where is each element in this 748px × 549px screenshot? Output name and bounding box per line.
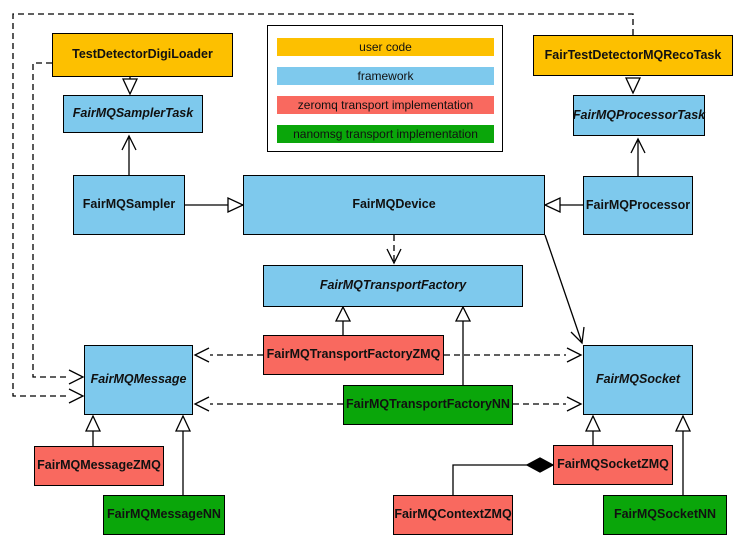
edge-fairmqdevice-fairmqsocket: [544, 234, 585, 345]
edge-fairmqsampler-fairmqsamplertask: [121, 134, 137, 175]
node-fairmqsocketzmq: FairMQSocketZMQ: [553, 445, 673, 485]
node-fairmqsocket: FairMQSocket: [583, 345, 693, 415]
node-fairmqmessagenn: FairMQMessageNN: [103, 495, 225, 535]
edge-fairmqsocketnn-fairmqsocket: [674, 414, 692, 495]
edge-fairmqtransportfactorynn-fairmqmessage: [193, 396, 343, 412]
legend-item-framework: framework: [277, 67, 494, 85]
node-fairmqtransportfactory: FairMQTransportFactory: [263, 265, 523, 307]
legend-item-user-code: user code: [277, 38, 494, 56]
legend-item-zeromq: zeromq transport implementation: [277, 96, 494, 114]
edge-fairmqsocketzmq-fairmqsocket: [584, 414, 602, 445]
legend-item-nanomsg: nanomsg transport implementation: [277, 125, 494, 143]
edge-fairmqtransportfactoryzmq-fairmqtransportfactory: [334, 305, 352, 335]
node-fairmqmessage: FairMQMessage: [84, 345, 193, 415]
legend-box: user code framework zeromq transport imp…: [267, 25, 503, 152]
edge-fairmqdevice-fairmqtransportfactory: [386, 235, 402, 265]
edge-fairmqmessagenn-fairmqmessage: [174, 414, 192, 495]
node-fairmqmessagezmq: FairMQMessageZMQ: [34, 446, 164, 486]
node-fairtestdetectormqrecotask: FairTestDetectorMQRecoTask: [533, 35, 733, 76]
edge-fairmqtransportfactoryzmq-fairmqsocket: [444, 347, 583, 363]
node-fairmqprocessortask: FairMQProcessorTask: [573, 95, 705, 136]
edge-fairtestdetectormqrecotask-fairmqprocessortask: [624, 77, 642, 95]
edge-fairmqtransportfactoryzmq-fairmqmessage: [193, 347, 263, 363]
node-fairmqsocketnn: FairMQSocketNN: [603, 495, 727, 535]
edge-fairmqtransportfactorynn-fairmqsocket: [513, 396, 583, 412]
node-fairmqtransportfactoryzmq: FairMQTransportFactoryZMQ: [263, 335, 444, 375]
edge-fairmqsampler-fairmqdevice: [185, 196, 245, 214]
node-fairmqdevice: FairMQDevice: [243, 175, 545, 235]
node-fairmqcontextzmq: FairMQContextZMQ: [393, 495, 513, 535]
edge-fairmqmessagezmq-fairmqmessage: [84, 414, 102, 446]
node-testdetectordigiloader: TestDetectorDigiLoader: [52, 33, 233, 77]
edge-fairmqcontextzmq-fairmqsocketzmq: [452, 457, 555, 495]
node-fairmqtransportfactorynn: FairMQTransportFactoryNN: [343, 385, 513, 425]
node-fairmqsampler: FairMQSampler: [73, 175, 185, 235]
edge-fairmqprocessor-fairmqprocessortask: [630, 137, 646, 176]
node-fairmqsamplertask: FairMQSamplerTask: [63, 95, 203, 133]
edge-fairmqprocessor-fairmqdevice: [543, 196, 583, 214]
node-fairmqprocessor: FairMQProcessor: [583, 176, 693, 235]
edge-testdetectordigiloader-fairmqsamplertask: [121, 77, 139, 96]
edge-fairmqtransportfactorynn-fairmqtransportfactory: [454, 305, 472, 385]
